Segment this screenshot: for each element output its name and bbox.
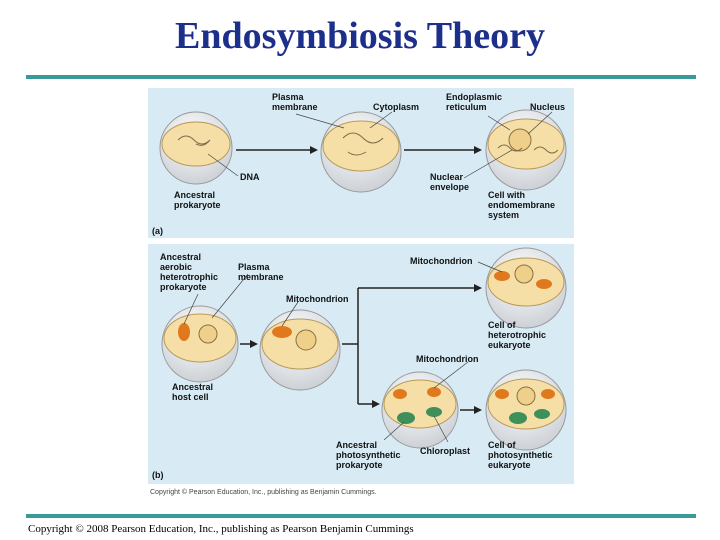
cell-with-mitochondrion [259,309,341,391]
cell-engulfing-photosynthetic-prokaryote [381,371,459,449]
label-mitochondrion-top: Mitochondrion [410,256,473,266]
label-mitochondrion-mid: Mitochondrion [416,354,479,364]
panel-a-tag: (a) [152,226,163,236]
slide-title: Endosymbiosis Theory [175,15,545,57]
label-cytoplasm: Cytoplasm [373,102,419,112]
label-nucleus: Nucleus [530,102,565,112]
aerobic-prokaryote [178,323,190,341]
label-dna: DNA [240,172,260,182]
footer-rule [26,514,696,518]
photosynthetic-eukaryote-cell [485,369,567,451]
ancestral-prokaryote-cell [159,111,233,185]
figure-copyright: Copyright © Pearson Education, Inc., pub… [150,489,377,496]
label-chloroplast: Chloroplast [420,446,470,456]
ancestral-host-cell [161,305,239,383]
slide-footer: Copyright © 2008 Pearson Education, Inc.… [28,523,414,535]
infolding-cell [320,111,402,193]
title-rule [26,75,696,79]
photosynthetic-prokaryote [397,412,415,424]
endomembrane-cell [485,109,567,191]
label-mitochondrion-1: Mitochondrion [286,294,349,304]
heterotrophic-eukaryote-cell [485,247,567,329]
panel-b-tag: (b) [152,470,164,480]
